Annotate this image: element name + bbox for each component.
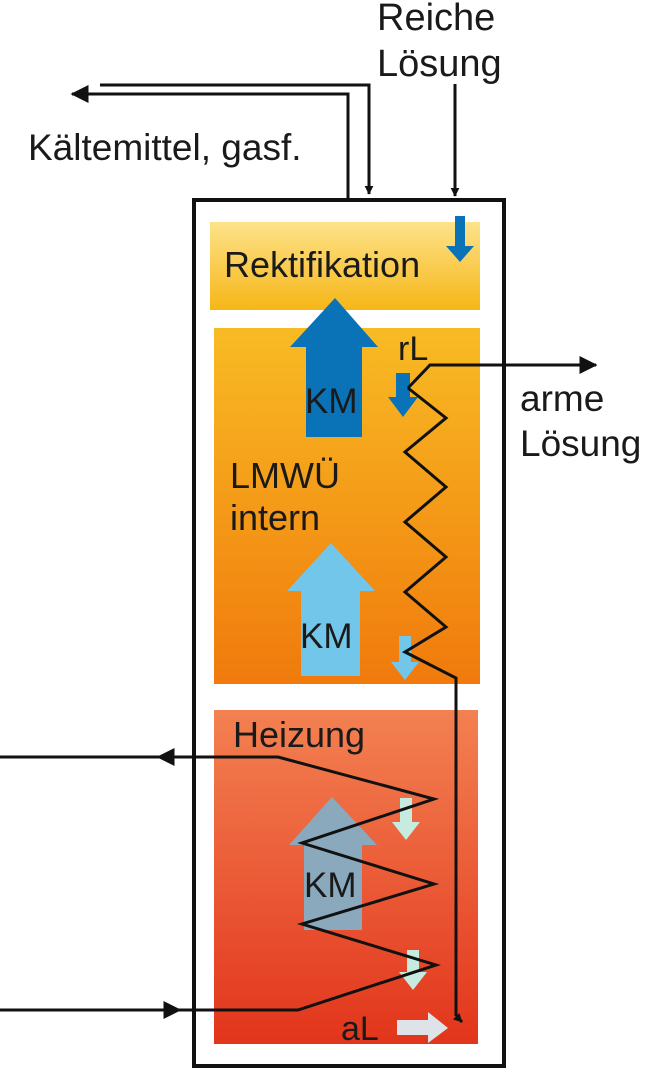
lmwu-down-arrow-light [391, 636, 419, 680]
kaeltemittel-outlet-line [70, 85, 350, 200]
al-outlet-line [452, 1012, 464, 1024]
kaeltemittel-label: Kältemittel, gasf. [28, 127, 302, 168]
internal-heat-exchanger-coil [401, 386, 458, 1016]
heizung-down-arrow-1 [392, 798, 420, 840]
kaeltemittel-return-line [100, 83, 374, 195]
heizung-coil [156, 748, 441, 1012]
lmwu-label-line2: intern [230, 497, 320, 538]
km-bottom-label: KM [304, 866, 357, 905]
al-label: aL [341, 1010, 379, 1048]
rektifikation-down-arrow [446, 216, 474, 262]
lmwu-label-line1: LMWÜ [230, 455, 340, 496]
rektifikation-label: Rektifikation [224, 244, 420, 285]
reiche-loesung-label-line2: Lösung [377, 43, 502, 85]
rektifikation-zone [210, 222, 480, 310]
arme-loesung-label-line2: Lösung [520, 423, 641, 464]
heizung-down-arrow-2 [399, 950, 427, 990]
km-up-arrow-dark [290, 298, 378, 437]
km-up-arrow-light [287, 543, 375, 676]
km-top-label: KM [305, 382, 358, 421]
arme-loesung-outlet-line [406, 356, 598, 390]
rl-down-arrow [388, 373, 418, 417]
km-up-arrow-grey [289, 797, 377, 930]
km-mid-label: KM [300, 617, 353, 656]
al-right-arrow [397, 1012, 448, 1043]
reiche-loesung-label-line1: Reiche [377, 0, 495, 39]
rl-label: rL [398, 330, 428, 368]
heizung-label: Heizung [233, 714, 365, 755]
arme-loesung-label-line1: arme [520, 378, 604, 419]
